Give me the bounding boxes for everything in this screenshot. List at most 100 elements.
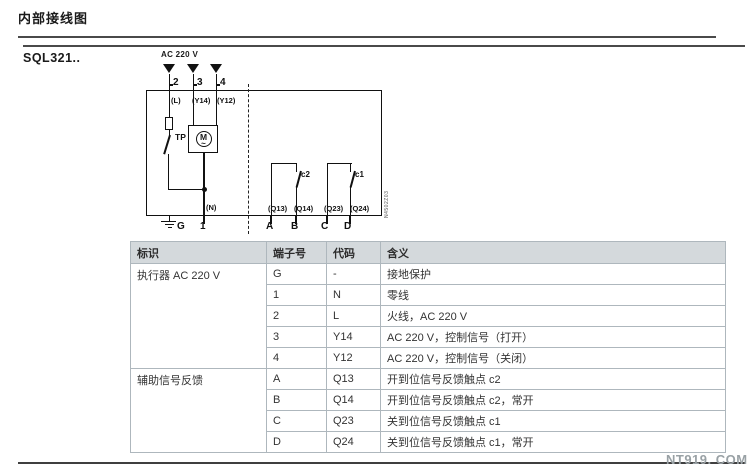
table-cell: B [266,389,327,411]
table-cell: Q23 [326,410,381,432]
table-cell: Q24 [326,431,381,453]
supply-arrow-icon [163,64,175,73]
c1-left-leg [326,163,328,216]
q24-label: (Q24) [350,204,370,213]
terminal-table-header: 标识端子号代码含义 [130,241,726,264]
table-cell: N [326,284,381,306]
c1-label: c1 [355,170,364,179]
column-header: 标识 [130,241,267,264]
table-cell: 2 [266,305,327,327]
supply-voltage-label: AC 220 V [161,50,199,59]
c1-right-leg-bottom [349,187,351,216]
ground-stub [168,216,170,221]
table-cell: - [326,263,381,285]
c2-label: c2 [301,170,310,179]
table-cell: 接地保护 [380,263,726,285]
terminal-tick [169,84,173,86]
wire-segment [168,130,170,136]
terminal-A-stub [269,216,272,224]
table-cell: 开到位信号反馈触点 c2 [380,368,726,390]
c2-left-leg [270,163,272,216]
terminal-A-label: A [266,221,274,232]
table-cell: Y12 [326,347,381,369]
wire-code-Y12: (Y12) [217,96,236,105]
thermal-element-symbol [165,117,173,130]
diagram-reference-code: N4502Z03 [384,190,390,218]
terminal-number: 3 [197,77,203,88]
table-cell: G [266,263,327,285]
table-cell: Q14 [326,389,381,411]
table-cell: 关到位信号反馈触点 c1，常开 [380,431,726,453]
terminal-C-stub [325,216,328,224]
tp-label: TP [175,132,186,142]
q14-label: (Q14) [294,204,314,213]
table-cell: Q13 [326,368,381,390]
table-cell: L [326,305,381,327]
table-cell: 3 [266,326,327,348]
terminal-tick [193,84,197,86]
table-cell: 火线，AC 220 V [380,305,726,327]
header-rule-top [18,36,716,38]
motor-box [188,125,218,153]
table-cell: 开到位信号反馈触点 c2，常开 [380,389,726,411]
wire-terminal-3 [192,74,194,125]
wire-terminal-4 [215,74,217,125]
table-cell: AC 220 V，控制信号（打开） [380,326,726,348]
c2-right-leg-top [295,163,297,172]
page-title: 内部接线图 [18,11,89,26]
wire-code-L: (L) [171,96,181,105]
c1-top-bar [326,162,352,164]
c2-right-leg-bottom [295,187,297,216]
wire-neutral [203,153,205,216]
terminal-C-label: C [321,221,329,232]
group-label-cell: 执行器 AC 220 V [130,263,267,369]
wire-terminal-2 [168,74,170,117]
earth-icon [167,226,172,228]
table-cell: C [266,410,327,432]
terminal-1-label: 1 [200,221,206,232]
table-cell: Y14 [326,326,381,348]
terminal-B-label: B [291,221,299,232]
q13-label: (Q13) [268,204,288,213]
neutral-label: (N) [206,203,217,212]
wire-segment [167,154,169,189]
model-number: SQL321.. [23,51,81,65]
terminal-D-label: D [344,221,352,232]
table-header-row: 标识端子号代码含义 [130,241,726,264]
terminal-number: 4 [220,77,226,88]
column-header: 含义 [380,241,726,264]
earth-icon [164,223,174,225]
terminal-D-stub [348,216,351,224]
wire-segment [167,188,205,190]
terminal-B-stub [294,216,297,224]
motor-tilde: ~ [201,138,206,148]
ground-terminal-label: G [177,221,185,232]
earth-icon [161,220,176,222]
c1-right-leg-top [349,163,351,172]
column-header: 代码 [326,241,381,264]
motor-letter: M [199,131,208,142]
q23-label: (Q23) [324,204,344,213]
dashed-separator [247,84,249,234]
terminal-number: 2 [173,77,179,88]
watermark: NT919. COM [666,452,748,467]
table-cell: 关到位信号反馈触点 c1 [380,410,726,432]
supply-arrow-icon [210,64,222,73]
table-cell: A [266,368,327,390]
actuator-housing-outline [146,90,382,216]
table-cell: D [266,431,327,453]
terminal-1-stub [202,216,205,224]
footer-rule [18,462,746,464]
wire-code-Y14: (Y14) [192,96,211,105]
c2-top-bar [270,162,297,164]
table-cell: 1 [266,284,327,306]
